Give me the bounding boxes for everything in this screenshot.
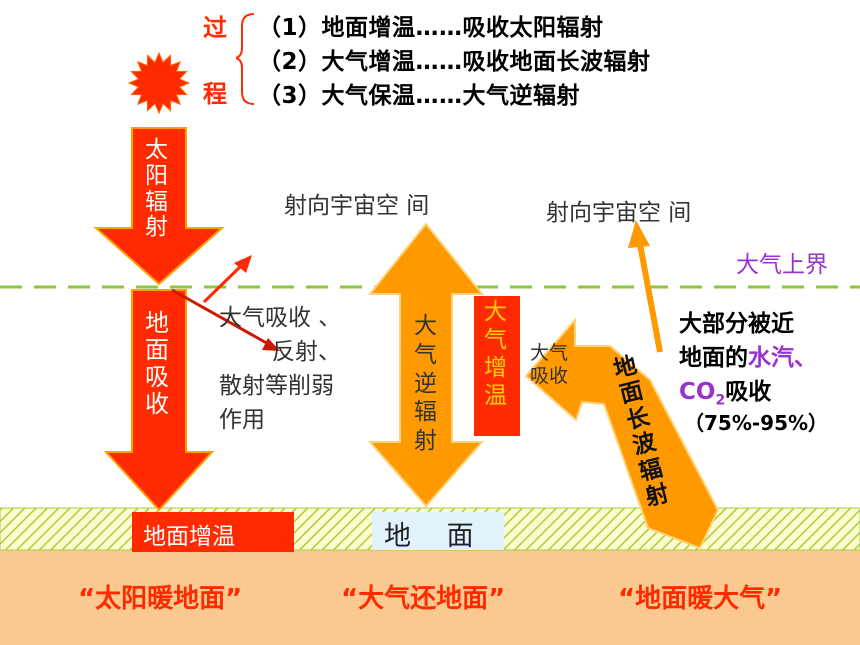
weakening-arrow [171,288,273,348]
absorption-note-line4: （75%-95%） [684,411,829,435]
weakening-label-1: 大气吸收 、 [219,305,342,331]
slogan-sun-warms-ground: “太阳暖地面” [78,584,243,614]
ground-longwave-arrow [524,317,720,550]
counter-char: 逆 [414,370,437,397]
counter-char: 辐 [414,399,437,426]
ground-absorb-char: 收 [145,389,169,418]
slogan-atmo-returns-ground: “大气还地面” [341,584,506,614]
ground-label: 地 面 [384,521,474,552]
atmo-warming-label: 大 气 增 温 [484,298,507,410]
solar-char: 阳 [145,162,168,189]
ground-absorb-char: 吸 [145,362,169,391]
sun-icon [128,52,190,114]
weakening-label-2: 反射、 [272,339,341,365]
atmosphere-top-label: 大气上界 [736,252,828,278]
ground-absorb-char: 面 [145,335,169,364]
counter-radiation-label: 大 气 逆 辐 射 [414,312,437,456]
ground-warming-box [132,512,294,552]
process-step-3: （3）大气保温……大气逆辐射 [258,83,581,109]
solar-radiation-label: 太 阳 辐 射 [145,137,168,241]
ground-absorb-arrow [103,289,215,512]
process-step-1: （1）地面增温……吸收太阳辐射 [258,15,604,41]
counter-char: 射 [414,428,437,454]
weakening-arrow-head [262,338,280,351]
atmo-warming-box [474,296,520,436]
ground-warming-label: 地面增温 [143,524,235,550]
solar-radiation-arrow [93,127,225,286]
atmo-warming-char: 温 [484,383,507,410]
slogan-ground-warms-atmo: “地面暖大气” [618,584,783,614]
absorption-note-line1: 大部分被近 [679,311,794,337]
atmo-absorb-line: 大气 [530,342,569,364]
bracket [236,13,255,105]
counter-char: 气 [414,341,437,368]
process-label-top: 过 [203,14,227,42]
solar-char: 辐 [145,188,168,215]
space-arrow-right-head [628,220,650,248]
atmo-absorb-label: 大气 吸收 [530,342,568,388]
space-label-left: 射向宇宙空 间 [284,193,430,219]
ground-body [0,548,860,645]
absorption-note-line3: CO2吸收 [679,372,771,409]
solar-char: 太 [145,137,168,163]
ground-absorb-char: 地 [145,309,169,337]
counter-char: 大 [414,313,437,339]
reflection-arrow [202,262,245,304]
space-label-right: 射向宇宙空 间 [546,200,692,226]
absorption-note-line2: 地面的水汽、 [679,338,817,372]
absorption-note-co2-sub: 2 [715,392,726,409]
counter-radiation-arrow [367,222,485,508]
atmo-warming-char: 气 [484,327,507,354]
absorption-note-ground: 地面的 [679,345,748,371]
reflection-arrow-head [234,255,252,273]
space-arrow-right [637,243,663,353]
ground-absorb-label: 地 面 吸 收 [145,310,169,418]
weakening-label-4: 作用 [219,407,265,433]
ground-label-box [372,512,504,550]
absorption-note-co2: CO [679,379,716,405]
process-label-bottom: 程 [203,80,227,108]
atmo-warming-char: 增 [484,355,507,382]
solar-char: 射 [145,214,168,241]
absorption-note-vapor: 水汽、 [748,345,817,371]
process-step-2: （2）大气增温……吸收地面长波辐射 [258,49,651,75]
atmo-absorb-line: 吸收 [530,364,569,387]
atmo-warming-char: 大 [484,299,507,325]
absorption-note-absorb: 吸收 [725,379,772,405]
weakening-label-3: 散射等削弱 [219,373,334,399]
